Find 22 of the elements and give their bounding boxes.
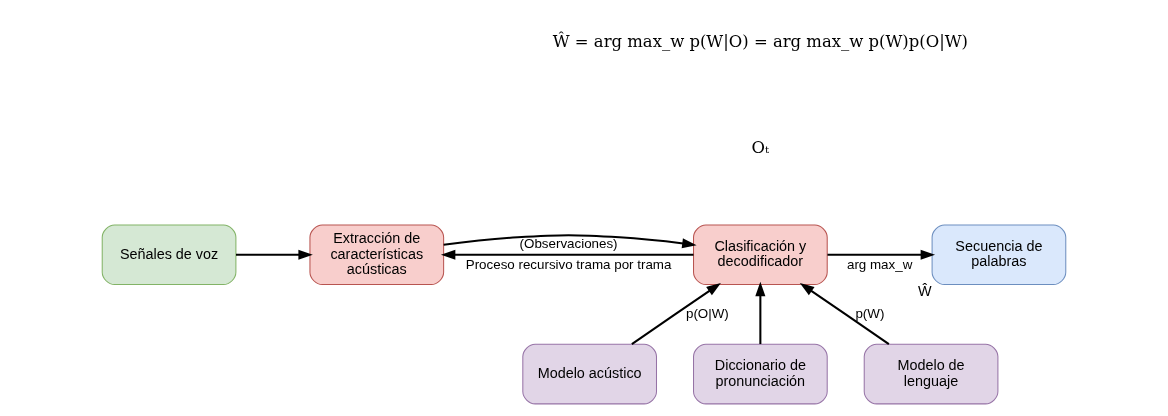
arrow bbox=[236, 249, 313, 260]
node-box: Diccionario de pronunciación bbox=[693, 343, 828, 404]
arrow bbox=[443, 233, 697, 248]
edge-label: (Observaciones) bbox=[519, 235, 618, 251]
label: Oₜ bbox=[751, 137, 770, 157]
arrow bbox=[799, 282, 890, 345]
edge-label: p(O|W) bbox=[686, 305, 729, 321]
node-box: Secuencia de palabras bbox=[931, 223, 1067, 285]
arrow bbox=[755, 281, 766, 344]
edge-label: Proceso recursivo trama por trama bbox=[465, 256, 672, 272]
node-box: Modelo acústico bbox=[522, 343, 657, 404]
edge-label: arg max_w bbox=[846, 256, 913, 272]
arrow bbox=[827, 249, 936, 260]
arrow bbox=[440, 249, 694, 260]
node-box: Clasificación y decodificador bbox=[693, 223, 828, 285]
edge-label: p(W) bbox=[855, 305, 885, 321]
node-label: Ŵ bbox=[918, 282, 932, 299]
arrow bbox=[631, 282, 721, 345]
node-box: Señales de voz bbox=[101, 223, 237, 285]
label: Ŵ = arg max_w p(W|O) = arg max_w p(W)p(O|W) bbox=[552, 31, 968, 51]
node-box: Extracción de características acústicas bbox=[309, 223, 445, 285]
node-box: Modelo de lenguaje bbox=[863, 343, 999, 404]
